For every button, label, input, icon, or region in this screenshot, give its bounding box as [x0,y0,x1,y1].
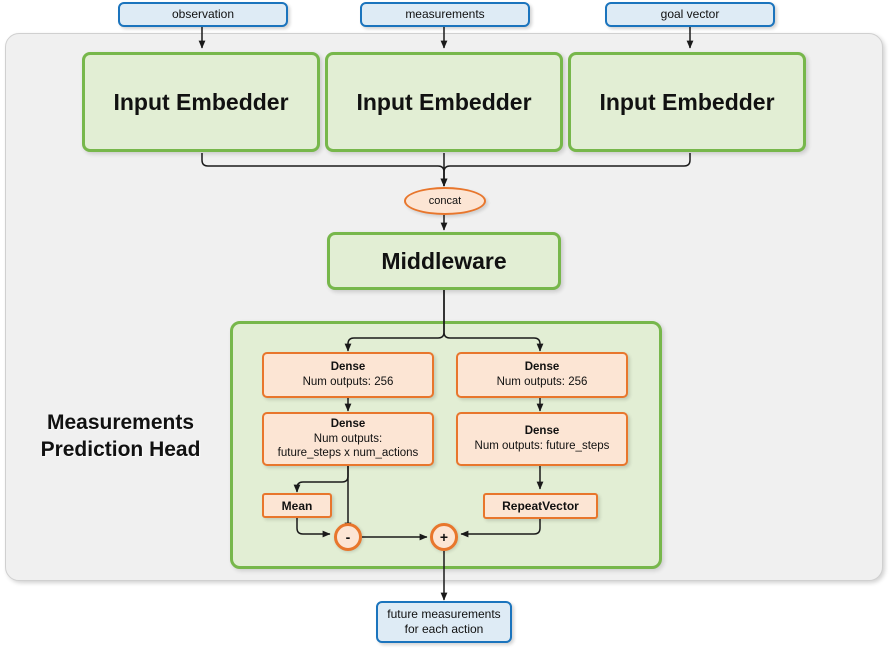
left-dense-256-detail: Num outputs: 256 [302,376,394,388]
concat-label: concat [428,195,462,207]
output-line-2: for each action [404,622,484,636]
head-title-line-1: Measurements [46,411,195,434]
output-future-measurements[interactable]: future measurements for each action [376,601,512,643]
right-dense-256-detail: Num outputs: 256 [496,376,588,388]
left-dense-256-title: Dense [330,361,366,374]
repeat-vector-node[interactable]: RepeatVector [483,493,598,519]
mean-node[interactable]: Mean [262,493,332,518]
left-dense-fs-na-detail-2: future_steps x num_actions [277,447,419,460]
mean-label: Mean [281,498,313,513]
input-embedder-goal-vector-label: Input Embedder [599,88,775,115]
right-dense-256[interactable]: Dense Num outputs: 256 [456,352,628,398]
repeat-vector-label: RepeatVector [502,499,579,513]
left-dense-future-steps-num-actions[interactable]: Dense Num outputs: future_steps x num_ac… [262,412,434,466]
input-measurements-label: measurements [405,7,485,21]
concat-node[interactable]: concat [404,187,486,215]
input-goal-vector-label: goal vector [660,7,720,21]
subtract-operator[interactable]: - [334,523,362,551]
input-embedder-measurements-label: Input Embedder [356,88,532,115]
input-observation-label: observation [171,7,235,21]
measurements-prediction-head-title: Measurements Prediction Head [18,410,223,464]
middleware-label: Middleware [381,247,507,274]
left-dense-fs-na-detail-1: Num outputs: [313,432,383,445]
input-embedder-observation-label: Input Embedder [113,88,289,115]
right-dense-fs-title: Dense [524,425,560,438]
left-dense-fs-na-title: Dense [330,417,366,430]
input-embedder-goal-vector[interactable]: Input Embedder [568,52,806,152]
right-dense-fs-detail: Num outputs: future_steps [474,440,610,452]
output-line-1: future measurements [387,607,501,621]
right-dense-future-steps[interactable]: Dense Num outputs: future_steps [456,412,628,466]
add-operator[interactable]: + [430,523,458,551]
left-dense-256[interactable]: Dense Num outputs: 256 [262,352,434,398]
add-operator-symbol: + [439,529,449,545]
input-measurements[interactable]: measurements [360,2,530,27]
middleware-node[interactable]: Middleware [327,232,561,290]
input-goal-vector[interactable]: goal vector [605,2,775,27]
input-embedder-measurements[interactable]: Input Embedder [325,52,563,152]
head-title-line-2: Prediction Head [40,437,201,461]
input-embedder-observation[interactable]: Input Embedder [82,52,320,152]
right-dense-256-title: Dense [524,361,560,374]
input-observation[interactable]: observation [118,2,288,27]
subtract-operator-symbol: - [345,529,351,545]
